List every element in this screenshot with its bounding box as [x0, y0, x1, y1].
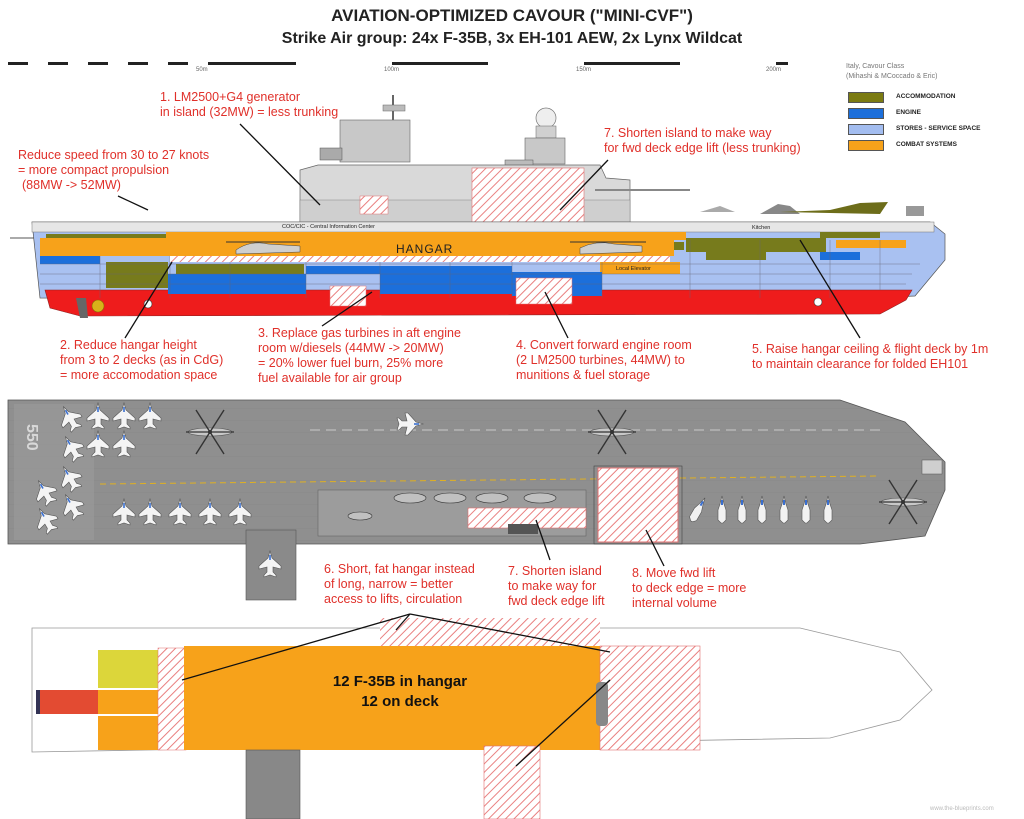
annotation-7-top: 7. Shorten island to make way for fwd de…	[604, 126, 801, 155]
page-title: AVIATION-OPTIMIZED CAVOUR ("MINI-CVF")	[331, 6, 693, 25]
legend-swatch	[848, 140, 884, 151]
kitchen-label: Kitchen	[752, 225, 771, 231]
annotation-2: 2. Reduce hangar height from 3 to 2 deck…	[60, 338, 224, 382]
legend-label: COMBAT SYSTEMS	[896, 141, 957, 148]
legend-heading: Italy, Cavour Class	[846, 63, 905, 70]
legend-swatch	[848, 124, 884, 135]
side-profile	[10, 95, 946, 318]
hangar-label: HANGAR	[396, 242, 454, 256]
legend-subheading: (Mihashi & MCoccado & Eric)	[846, 73, 938, 80]
page-subtitle: Strike Air group: 24x F-35B, 3x EH-101 A…	[281, 30, 743, 47]
deck-aircraft	[28, 400, 928, 578]
flight-deck-plan	[7, 399, 946, 601]
annotation-5: 5. Raise hangar ceiling & flight deck by…	[752, 342, 989, 371]
annotation-1: 1. LM2500+G4 generator in island (32MW) …	[160, 90, 339, 119]
annotation-6: 6. Short, fat hangar instead of long, na…	[324, 562, 475, 606]
annotation-speed: Reduce speed from 30 to 27 knots = more …	[18, 148, 210, 192]
hangar-plan	[31, 618, 933, 819]
legend-label: ACCOMMODATION	[896, 93, 956, 100]
scale-label: 100m	[384, 67, 400, 73]
credit: www.the-blueprints.com	[930, 806, 994, 812]
scale-label: 200m	[766, 67, 782, 73]
hangar-capacity-text: 12 F-35B in hangar 12 on deck	[332, 673, 468, 710]
scale-label: 150m	[576, 67, 592, 73]
local-elevator-label: Local Elevator	[616, 266, 651, 272]
annotation-4: 4. Convert forward engine room (2 LM2500…	[516, 338, 692, 382]
annotation-7-mid: 7. Shorten island to make way for fwd de…	[508, 564, 605, 608]
scale-bar	[8, 62, 788, 65]
legend-swatch	[848, 92, 884, 103]
legend-swatch	[848, 108, 884, 119]
cic-label: COC/CIC - Central Information Center	[282, 224, 375, 230]
hull-number: 550	[23, 424, 40, 451]
annotation-3: 3. Replace gas turbines in aft engine ro…	[258, 326, 461, 385]
legend-label: STORES - SERVICE SPACE	[896, 125, 981, 132]
annotation-8: 8. Move fwd lift to deck edge = more int…	[632, 566, 747, 610]
legend-label: ENGINE	[896, 109, 921, 116]
leader-lines	[117, 123, 861, 767]
scale-label: 50m	[196, 67, 208, 73]
